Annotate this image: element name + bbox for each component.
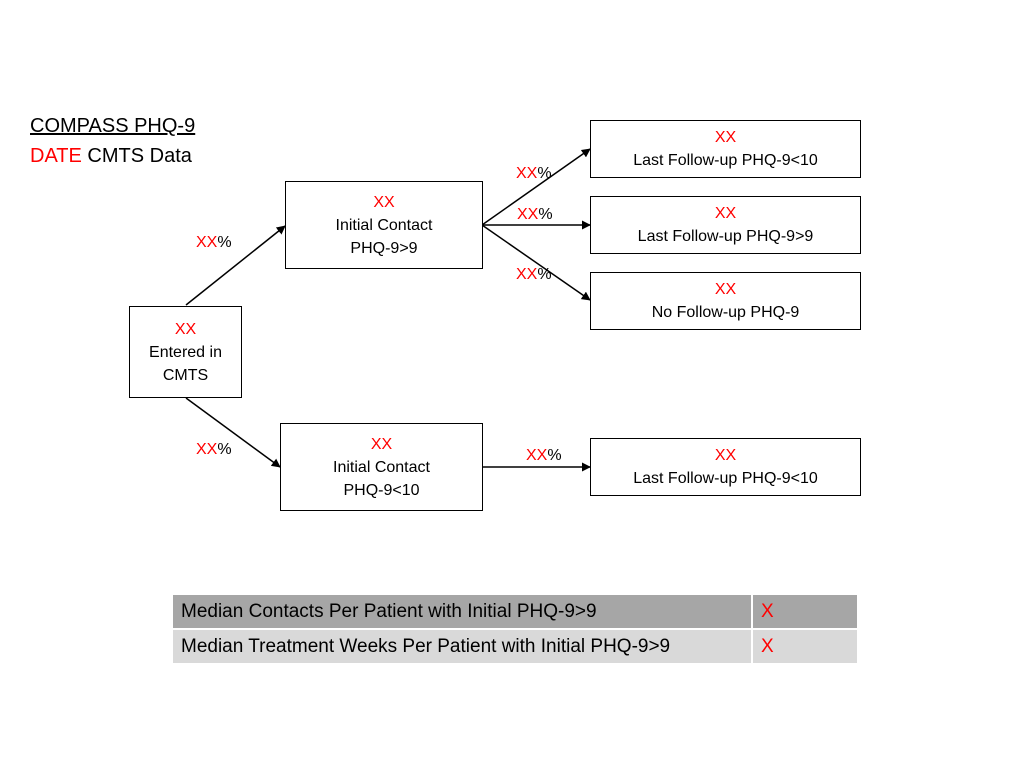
- title-line-2: DATE CMTS Data: [30, 141, 195, 171]
- pct-value: XX: [196, 441, 218, 458]
- pct-to-no-followup: XX%: [516, 265, 552, 285]
- median-stats-table: Median Contacts Per Patient with Initial…: [173, 595, 857, 665]
- arrow-entered-to-initial-lt10: [185, 397, 281, 468]
- box-label: Entered in: [149, 343, 222, 361]
- arrow-initial-gt9-to-no-fu: [481, 224, 591, 301]
- pct-unit: %: [538, 206, 553, 223]
- box-no-followup: XX No Follow-up PHQ-9: [590, 272, 861, 330]
- box-label: PHQ-9>9: [350, 239, 418, 257]
- box-value: XX: [174, 320, 197, 338]
- box-label: No Follow-up PHQ-9: [651, 304, 800, 321]
- pct-to-initial-lt10: XX%: [196, 440, 232, 460]
- stat-label: Median Treatment Weeks Per Patient with …: [173, 629, 753, 665]
- pct-unit: %: [217, 441, 232, 458]
- stat-value: X: [752, 629, 857, 665]
- arrow-initial-gt9-to-fu-lt10: [481, 148, 591, 226]
- box-label: Initial Contact: [335, 216, 433, 234]
- pct-to-followup-lt10-bottom: XX%: [526, 446, 562, 466]
- pct-unit: %: [537, 165, 552, 182]
- box-label: Initial Contact: [333, 458, 430, 476]
- table-row: Median Treatment Weeks Per Patient with …: [173, 629, 857, 665]
- box-entered-in-cmts: XX Entered in CMTS: [129, 306, 242, 398]
- pct-to-followup-gt9: XX%: [517, 205, 553, 225]
- pct-value: XX: [517, 206, 539, 223]
- box-value: XX: [714, 281, 737, 298]
- box-value: XX: [370, 435, 393, 453]
- arrow-entered-to-initial-gt9: [185, 225, 286, 306]
- title-date: DATE: [30, 145, 82, 167]
- box-last-followup-gt9: XX Last Follow-up PHQ-9>9: [590, 196, 861, 254]
- box-value: XX: [714, 447, 737, 464]
- box-last-followup-lt10-bottom: XX Last Follow-up PHQ-9<10: [590, 438, 861, 496]
- box-label: Last Follow-up PHQ-9<10: [633, 470, 818, 487]
- table-row: Median Contacts Per Patient with Initial…: [173, 595, 857, 630]
- box-last-followup-lt10-top: XX Last Follow-up PHQ-9<10: [590, 120, 861, 178]
- box-label: CMTS: [162, 366, 209, 384]
- title-cmts-data: CMTS Data: [81, 145, 192, 167]
- pct-unit: %: [547, 447, 562, 464]
- box-label: Last Follow-up PHQ-9>9: [637, 228, 814, 245]
- title-line-1: COMPASS PHQ-9: [30, 115, 196, 137]
- pct-value: XX: [196, 234, 218, 251]
- box-label: PHQ-9<10: [343, 481, 420, 499]
- box-initial-contact-gt9: XX Initial Contact PHQ-9>9: [285, 181, 483, 269]
- pct-to-initial-gt9: XX%: [196, 233, 232, 253]
- pct-value: XX: [526, 447, 548, 464]
- box-value: XX: [714, 205, 737, 222]
- box-initial-contact-lt10: XX Initial Contact PHQ-9<10: [280, 423, 483, 511]
- box-label: Last Follow-up PHQ-9<10: [633, 152, 818, 169]
- pct-unit: %: [217, 234, 232, 251]
- box-value: XX: [714, 129, 737, 146]
- stat-value: X: [752, 595, 857, 630]
- diagram-title: COMPASS PHQ-9 DATE CMTS Data: [30, 111, 195, 171]
- pct-unit: %: [537, 266, 552, 283]
- pct-value: XX: [516, 266, 538, 283]
- pct-to-followup-lt10-top: XX%: [516, 164, 552, 184]
- stat-label: Median Contacts Per Patient with Initial…: [173, 595, 753, 630]
- pct-value: XX: [516, 165, 538, 182]
- box-value: XX: [373, 193, 395, 211]
